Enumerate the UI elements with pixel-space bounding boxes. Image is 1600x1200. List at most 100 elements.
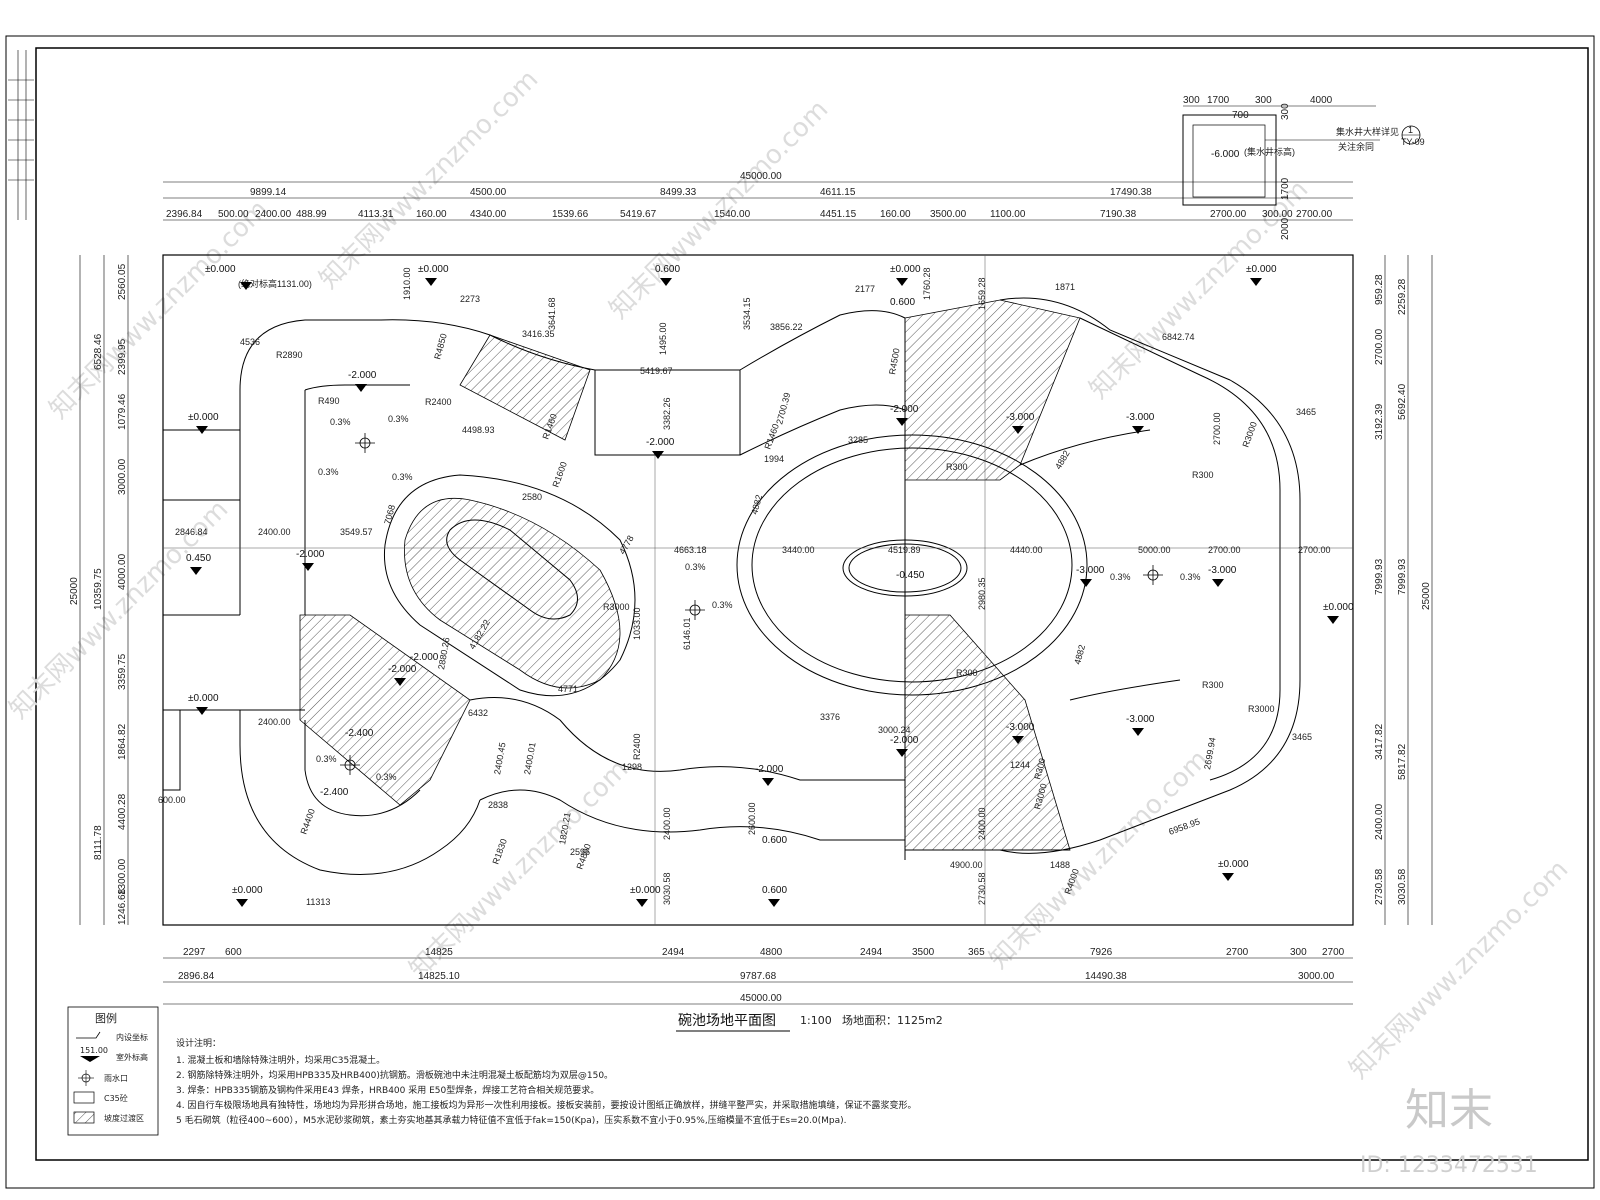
drain-markers — [340, 433, 1163, 775]
bowl-outlines — [163, 297, 1301, 875]
sump-side-dim: 2000 — [1280, 217, 1291, 240]
left-dim-outer: 6528.46 — [93, 333, 104, 370]
inner-dim: 3376 — [820, 712, 840, 722]
left-dim-inner: 2560.05 — [117, 263, 128, 300]
right-dim-outer: 2259.28 — [1397, 278, 1408, 315]
inner-dim: 2730.58 — [977, 872, 987, 905]
right-dim-outer: 5692.40 — [1397, 383, 1408, 420]
legend-title: 图例 — [95, 1011, 117, 1025]
top-dim-r2: 160.00 — [880, 209, 911, 220]
bottom-dim-r1: 600 — [225, 947, 242, 958]
elevation-label: 0.600 — [762, 885, 787, 896]
radius-label: R4500 — [887, 347, 901, 375]
sump-dim: 300 — [1255, 95, 1272, 106]
gridlines — [163, 255, 1353, 925]
bottom-total-dim: 45000.00 — [740, 993, 782, 1004]
inner-dim: 2400.01 — [522, 742, 537, 776]
elevation-label: ±0.000 — [418, 264, 449, 275]
note-line: 4. 因自行车极限场地具有独特性，场地均为异形拼合场地，施工接板均为异形一次性利… — [176, 1099, 916, 1111]
inner-dim: 1244 — [1010, 760, 1030, 770]
left-dim-outer: 10359.75 — [93, 568, 104, 610]
inner-dim: 4498.93 — [462, 425, 495, 435]
elevation-label: 0.600 — [762, 835, 787, 846]
elevation-label: ±0.000 — [1323, 602, 1354, 613]
sump-callout-ref: TY-09 — [1401, 137, 1425, 147]
top-dim-r2: 3500.00 — [930, 209, 967, 220]
note-line: 2. 钢筋除特殊注明外，均采用HPB335及HRB400)抗钢筋。滑板碗池中未注… — [176, 1069, 613, 1081]
inner-dim: 2596 — [570, 847, 590, 857]
inner-dim: 6146.01 — [682, 617, 692, 650]
binding-strip — [8, 50, 34, 220]
elevation-label: ±0.000 — [205, 264, 236, 275]
inner-dim: 4900.00 — [950, 860, 983, 870]
slope-label: 0.3% — [376, 772, 397, 782]
bottom-dim-r1: 2494 — [662, 947, 685, 958]
elevation-label: -2.000 — [646, 437, 675, 448]
inner-dim: 2699.94 — [1202, 737, 1217, 771]
elevation-label: 0.600 — [655, 264, 680, 275]
inner-dim: 7068 — [382, 504, 397, 526]
top-dim-r1: 17490.38 — [1110, 187, 1152, 198]
right-dim-inner: 7999.93 — [1374, 558, 1385, 595]
radius-label: R300 — [1202, 680, 1224, 690]
top-total-dim: 45000.00 — [740, 171, 782, 182]
drawing-title: 碗池场地平面图 — [678, 1013, 776, 1029]
inner-dim: 2177 — [855, 284, 875, 294]
radius-label: R4850 — [432, 332, 449, 360]
inner-dim: 4519.89 — [888, 545, 921, 555]
inner-dim: 1495.00 — [658, 322, 668, 355]
left-dimensions: 25000 6528.46 10359.75 8111.78 2560.05 2… — [69, 255, 129, 925]
sump-dim: 300 — [1183, 95, 1200, 106]
elevation-label: -3.000 — [1006, 722, 1035, 733]
bottom-dim-r1: 2297 — [183, 947, 206, 958]
inner-dim: 6958.95 — [1167, 816, 1201, 837]
legend-item: C35砼 — [104, 1093, 128, 1103]
inner-dim: 3440.00 — [782, 545, 815, 555]
sump-inner-dim: 700 — [1232, 110, 1249, 121]
elevation-label: -3.000 — [1126, 412, 1155, 423]
elevation-label: ±0.000 — [890, 264, 921, 275]
top-dim-r2: 2700.00 — [1296, 209, 1333, 220]
asset-id: ID: 1233472531 — [1360, 1153, 1538, 1178]
legend-elev-sample: 151.00 — [80, 1046, 108, 1055]
inner-dim: 2400.00 — [258, 527, 291, 537]
left-dim-inner: 1079.46 — [117, 393, 128, 430]
inner-dim: 3549.57 — [340, 527, 373, 537]
sump-callout-text2: 关注余同 — [1338, 141, 1374, 152]
radius-label: R2400 — [632, 733, 642, 760]
top-dim-r2: 1539.66 — [552, 209, 589, 220]
elevation-label: -3.000 — [1006, 412, 1035, 423]
right-dim-inner: 2700.00 — [1374, 328, 1385, 365]
sump-callout-num: 1 — [1408, 125, 1413, 135]
bottom-dim-r1: 365 — [968, 947, 985, 958]
elevation-label: -2.000 — [890, 404, 919, 415]
inner-dim: 1488 — [1050, 860, 1070, 870]
bottom-dim-r2: 3000.00 — [1298, 971, 1335, 982]
inner-dim: 1910.00 — [402, 267, 412, 300]
top-dim-r2: 2396.84 — [166, 209, 203, 220]
right-dim-inner: 2730.58 — [1374, 868, 1385, 905]
slope-label: 0.3% — [712, 600, 733, 610]
inner-dim: 4778 — [617, 534, 636, 556]
bottom-dimensions: 2297 600 14825 2494 4800 2494 3500 365 7… — [163, 947, 1353, 1005]
slope-label: 0.3% — [316, 754, 337, 764]
inner-dim: 4440.00 — [1010, 545, 1043, 555]
inner-dim: 5419.67 — [640, 366, 673, 376]
sump-callout-text: 集水井大样详见 — [1336, 126, 1399, 137]
sump-dim: 4000 — [1310, 95, 1333, 106]
elevation-label: ±0.000 — [188, 412, 219, 423]
legend-item: 坡度过渡区 — [104, 1113, 144, 1123]
radius-label: R3000 — [1240, 420, 1258, 448]
bottom-dim-r2: 14490.38 — [1085, 971, 1127, 982]
bottom-dim-r1: 4800 — [760, 947, 783, 958]
inner-dim: 1659.28 — [977, 277, 987, 310]
site-boundary — [162, 254, 1354, 926]
inner-dim: 4536 — [240, 337, 260, 347]
elevation-label: -3.000 — [1126, 714, 1155, 725]
inner-dim: 1994 — [764, 454, 784, 464]
elevation-label: -2.000 — [348, 370, 377, 381]
slope-label: 0.3% — [388, 414, 409, 424]
elevation-label: ±0.000 — [1218, 859, 1249, 870]
slope-label: 0.3% — [685, 562, 706, 572]
